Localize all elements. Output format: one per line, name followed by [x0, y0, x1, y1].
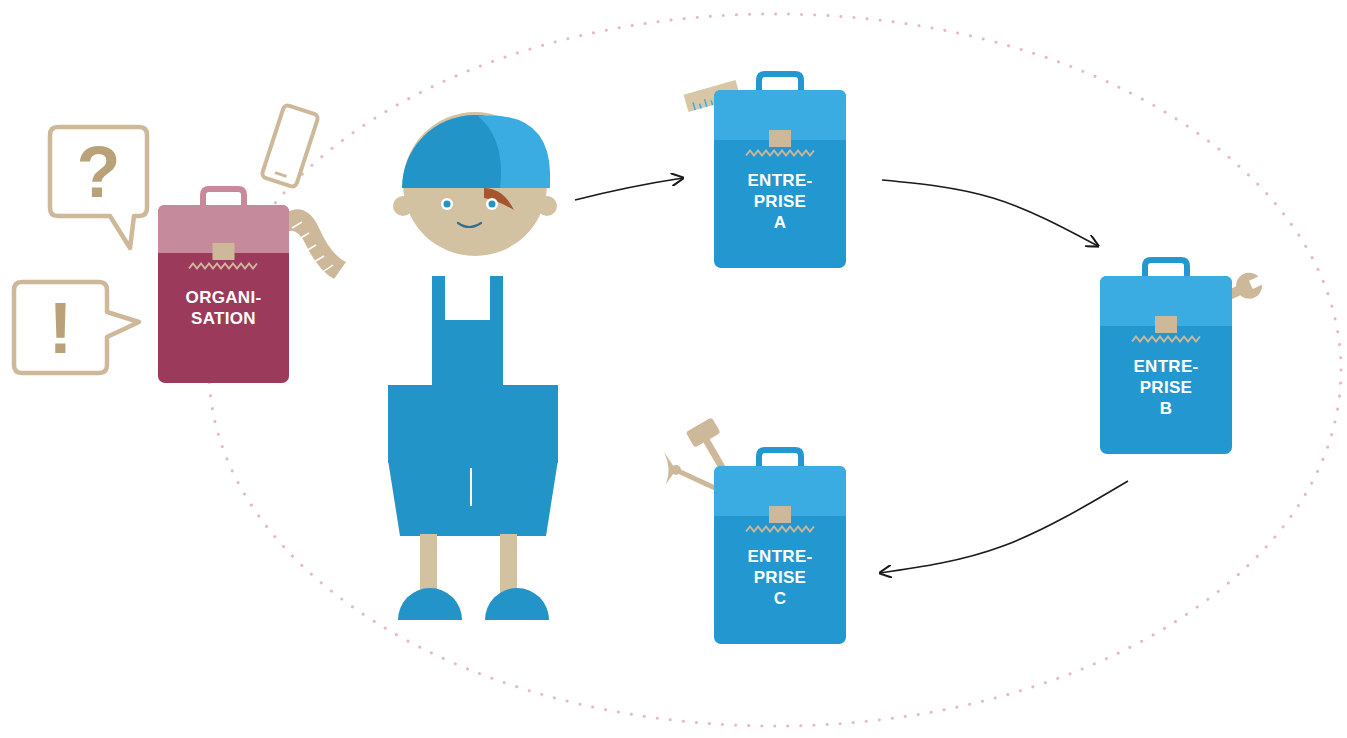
receipt-icon [284, 209, 346, 279]
bag-pattern [746, 151, 814, 156]
company-bag: ENTRE- PRISE C [714, 466, 846, 644]
bag-clasp [1155, 316, 1177, 333]
worker-figure [490, 276, 503, 324]
bag-pattern [1132, 337, 1200, 342]
ruler-icon [693, 102, 695, 110]
ruler-icon [705, 99, 707, 107]
worker-figure [478, 115, 550, 188]
ruler-icon [711, 100, 712, 105]
phone-icon [261, 104, 319, 187]
worker-figure [432, 276, 445, 324]
worker-figure [388, 385, 558, 463]
hammer-icon [686, 417, 721, 448]
bag-body [714, 90, 846, 268]
worker-figure [485, 588, 549, 620]
wrench-icon [1232, 268, 1267, 303]
receipt-icon [324, 265, 333, 271]
flow-arrow [882, 180, 1098, 246]
phone-icon [261, 104, 319, 187]
bag-pattern [746, 527, 814, 532]
bag-clasp [213, 243, 235, 260]
worker-figure [458, 223, 481, 227]
worker-figure [484, 188, 514, 210]
bag-body [158, 205, 289, 383]
worker-arrow [575, 178, 683, 200]
bubble-symbol: ! [49, 292, 73, 364]
company-bag: ENTRE- PRISE B [1100, 276, 1232, 454]
worker-figure [388, 460, 558, 536]
company-name: ORGANI- SATION [172, 287, 276, 329]
bag-body [1100, 276, 1232, 454]
wrench-icon [1249, 275, 1265, 289]
company-bag: ORGANI- SATION [158, 205, 289, 383]
hammer-icon [686, 417, 721, 448]
receipt-icon [284, 209, 346, 279]
phone-icon [275, 173, 286, 177]
company-name: ENTRE- PRISE B [1133, 356, 1199, 419]
speech-bubble: ? [50, 127, 147, 216]
ruler-icon [700, 104, 701, 109]
bag-body [714, 466, 846, 644]
receipt-icon [292, 222, 302, 228]
worker-figure [444, 201, 451, 208]
company-name: ENTRE- PRISE C [747, 546, 813, 609]
hammer-icon [671, 465, 681, 475]
worker-figure [441, 198, 453, 210]
bag-clasp [769, 506, 791, 523]
company-name: ENTRE- PRISE A [747, 170, 813, 233]
worker-figure [470, 468, 472, 506]
worker-figure [489, 201, 496, 208]
receipt-icon [299, 233, 309, 239]
bag-pattern [189, 264, 257, 269]
company-bag: ENTRE- PRISE A [714, 90, 846, 268]
receipt-icon [314, 256, 324, 262]
worker-figure [486, 198, 498, 210]
bubble-outline [50, 127, 147, 248]
worker-figure [398, 588, 462, 620]
worker-figure [388, 112, 558, 620]
bag-clasp [769, 130, 791, 147]
receipt-icon [306, 245, 316, 251]
bubble-outline [14, 282, 139, 373]
speech-bubble: ! [14, 282, 107, 373]
bubble-symbol: ? [77, 136, 121, 208]
worker-figure [432, 320, 503, 388]
flow-arrow [880, 481, 1128, 573]
dotted-boundary [209, 14, 1341, 726]
